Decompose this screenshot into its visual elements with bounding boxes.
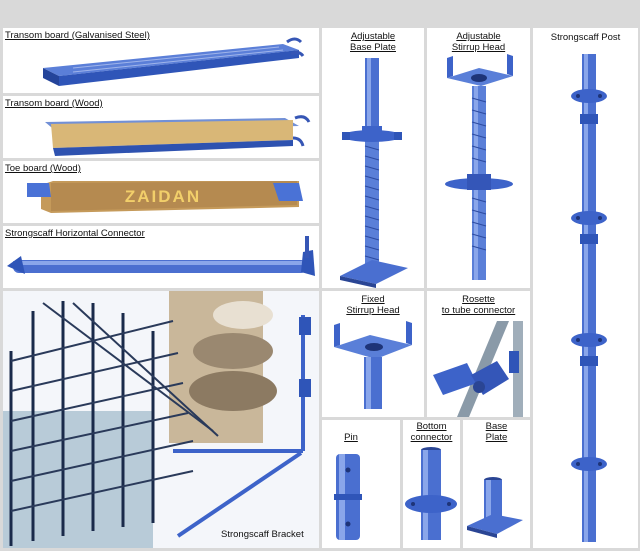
- panel-fixed-stirrup-head: Fixed Stirrup Head: [322, 291, 424, 417]
- panel-label-line1: Adjustable: [456, 31, 501, 42]
- panel-rosette-connector: Rosette to tube connector: [427, 291, 530, 417]
- panel-label-line2: Base Plate: [350, 42, 396, 53]
- adjustable-base-plate-image: [340, 58, 408, 288]
- panel-base-plate: Base Plate: [463, 420, 530, 548]
- panel-horizontal-connector: Strongscaff Horizontal Connector: [3, 226, 319, 288]
- panel-label-line2: Plate: [485, 432, 508, 443]
- panel-label: Strongscaff Post: [550, 32, 621, 43]
- toe-board-brand: ZAIDAN: [125, 187, 201, 206]
- panel-label-line1: Base: [485, 421, 508, 432]
- panel-label: Transom board (Wood): [5, 98, 103, 109]
- panel-label-line1: Rosette: [462, 294, 495, 305]
- transom-steel-image: [43, 37, 305, 86]
- pin-image: [334, 454, 362, 540]
- panel-transom-wood: Transom board (Wood): [3, 96, 319, 158]
- horizontal-connector-image: [7, 236, 315, 276]
- panel-label: Toe board (Wood): [5, 163, 81, 174]
- bracket-photo-image: [3, 291, 319, 548]
- panel-label-line2: Stirrup Head: [451, 42, 506, 53]
- base-plate-image: [467, 477, 523, 538]
- panel-pin: Pin: [322, 420, 400, 548]
- adjustable-stirrup-head-image: [445, 54, 513, 280]
- bottom-connector-image: [405, 447, 457, 540]
- panel-label-line2: to tube connector: [441, 305, 516, 316]
- rosette-connector-image: [433, 321, 523, 417]
- toe-board-image: ZAIDAN: [27, 181, 303, 213]
- panel-label: Transom board (Galvanised Steel): [5, 30, 150, 41]
- panel-adjustable-stirrup-head: Adjustable Stirrup Head: [427, 28, 530, 288]
- panel-label-line2: connector: [410, 432, 453, 443]
- fixed-stirrup-head-image: [334, 321, 412, 409]
- transom-wood-image: [45, 115, 311, 156]
- panel-label: Strongscaff Horizontal Connector: [5, 228, 145, 239]
- panel-strongscaff-post: Strongscaff Post: [533, 28, 638, 548]
- panel-adjustable-base-plate: Adjustable Base Plate: [322, 28, 424, 288]
- panel-bottom-connector: Bottom connector: [403, 420, 460, 548]
- strongscaff-post-image: [571, 54, 607, 542]
- panel-label: Pin: [344, 432, 358, 443]
- panel-toe-board: Toe board (Wood) ZAIDAN: [3, 161, 319, 223]
- panel-label-line1: Fixed: [361, 294, 385, 305]
- panel-label-line2: Stirrup Head: [346, 305, 400, 316]
- panel-strongscaff-bracket: Strongscaff Bracket: [3, 291, 319, 548]
- panel-label-line1: Bottom: [416, 421, 447, 432]
- panel-label-line1: Adjustable: [350, 31, 396, 42]
- panel-transom-steel: Transom board (Galvanised Steel): [3, 28, 319, 93]
- panel-label: Strongscaff Bracket: [221, 529, 304, 540]
